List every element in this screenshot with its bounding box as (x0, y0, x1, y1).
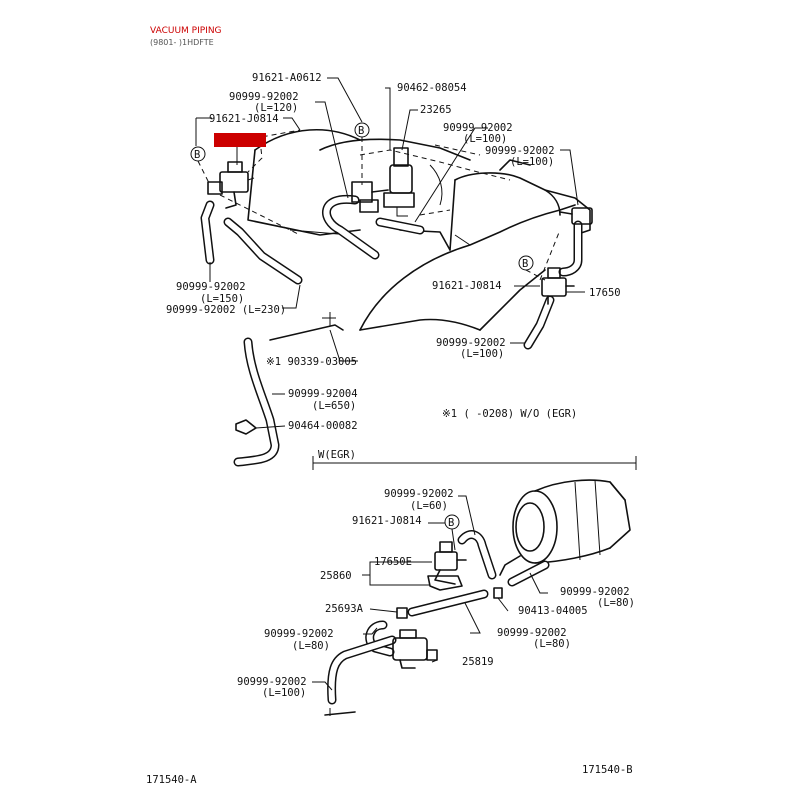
callout-17650: 17650 (589, 287, 621, 299)
upper-leader-lines (195, 77, 585, 429)
highlight-17650h (214, 133, 266, 147)
hose-long-loop-l650 (233, 337, 280, 467)
egr-callout-90413-04005: 90413-04005 (518, 605, 588, 617)
callout-len100-c: (L=100) (460, 348, 504, 360)
egr-callout-91621-j0814: 91621-J0814 (352, 515, 422, 527)
egr-hose-left-long (327, 635, 397, 705)
callout-len100-b: (L=100) (510, 156, 554, 168)
egr-callout-25819: 25819 (462, 656, 494, 668)
egr-section-frame (312, 456, 637, 470)
egr-callout-len80-a: (L=80) (597, 597, 635, 609)
clamp-90339 (269, 312, 344, 341)
vsv-upper-right (559, 207, 593, 225)
egr-lower-bracket (324, 708, 356, 716)
egr-valve-body (499, 479, 631, 576)
callout-90999-92002-e: 90999-92002 (L=230) (166, 304, 286, 316)
callout-90464-00082: 90464-00082 (288, 420, 358, 432)
egr-callout-90999-92002-d: 90999-92002 (497, 627, 567, 639)
callout-17650h[interactable]: 17650H (218, 135, 256, 147)
egr-section-label: W(EGR) (318, 449, 356, 461)
egr-callout-90999-92002-c: 90999-92002 (264, 628, 334, 640)
egr-callout-25860: 25860 (320, 570, 352, 582)
hose-center-curved (322, 194, 380, 260)
svg-text:B: B (448, 517, 454, 529)
callout-91621-j0814-a: 91621-J0814 (209, 113, 279, 125)
callout-91621-a0612: 91621-A0612 (252, 72, 322, 84)
egr-callout-17650e: 17650E (374, 556, 412, 568)
clip-90413-04005 (493, 587, 503, 599)
vsv-17650e (434, 541, 467, 585)
marker-b-4: B (444, 514, 460, 530)
callout-90999-92002-d: 90999-92002 (176, 281, 246, 293)
callout-90999-92002-f: 90999-92002 (436, 337, 506, 349)
marker-b-3: B (518, 255, 534, 271)
hose-upper-left-long (223, 217, 303, 285)
callout-91621-j0814-b: 91621-J0814 (432, 280, 502, 292)
egr-hose-upper-right (507, 560, 550, 587)
modulator-25819 (392, 629, 438, 669)
egr-callout-len80-c: (L=80) (533, 638, 571, 650)
callout-90999-92002-b: 90999-92002 (443, 122, 513, 134)
egr-hose-l60 (457, 530, 497, 580)
egr-hose-mid (407, 589, 489, 617)
filter-25693a (396, 607, 408, 619)
callout-len100-a: (L=100) (463, 133, 507, 145)
clamp-90464 (235, 419, 257, 435)
callout-len120: (L=120) (254, 102, 298, 114)
hose-upper-left-short (200, 200, 215, 265)
egr-callout-90999-92002-e: 90999-92002 (237, 676, 307, 688)
egr-callout-25693a: 25693A (325, 603, 364, 615)
diagram-id-cut: 171540-A (146, 774, 197, 786)
svg-text:B: B (358, 125, 364, 137)
hose-right-lower (523, 295, 555, 350)
diagram-id-cut-wrapper: 171540-A (146, 774, 197, 786)
egr-callout-len80-b: (L=80) (292, 640, 330, 652)
vsv-17650h (207, 161, 255, 209)
diagram-title: VACUUM PIPING (150, 26, 222, 36)
callout-90999-92002-a: 90999-92002 (229, 91, 299, 103)
hose-right-vertical (558, 220, 583, 277)
egr-callout-90999-92002-b: 90999-92002 (560, 586, 630, 598)
marker-b-2: B (354, 122, 370, 138)
footnote-1: ※1 ( -0208) W/O (EGR) (442, 408, 577, 420)
callout-90999-92004: 90999-92004 (288, 388, 358, 400)
diagram-id: 171540-B (582, 764, 633, 776)
svg-text:B: B (522, 258, 528, 270)
vsv-23265 (383, 147, 415, 217)
callout-90339-03005: ※1 90339-03005 (266, 356, 357, 368)
vsv-17650-right (541, 267, 575, 305)
callout-90999-92002-c: 90999-92002 (485, 145, 555, 157)
egr-callout-len100: (L=100) (262, 687, 306, 699)
callout-len150: (L=150) (200, 293, 244, 305)
callout-90462-08054: 90462-08054 (397, 82, 467, 94)
svg-text:B: B (194, 149, 200, 161)
diagram-subtitle: (9801- )1HDFTE (150, 38, 214, 47)
egr-callout-90999-92002-a: 90999-92002 (384, 488, 454, 500)
egr-callout-len60: (L=60) (410, 500, 448, 512)
hose-center-straight (375, 217, 425, 235)
marker-b-1: B (190, 146, 206, 162)
callout-len650: (L=650) (312, 400, 356, 412)
bracket-25860 (427, 575, 463, 591)
callout-23265: 23265 (420, 104, 452, 116)
egr-leader-lines (312, 495, 548, 691)
